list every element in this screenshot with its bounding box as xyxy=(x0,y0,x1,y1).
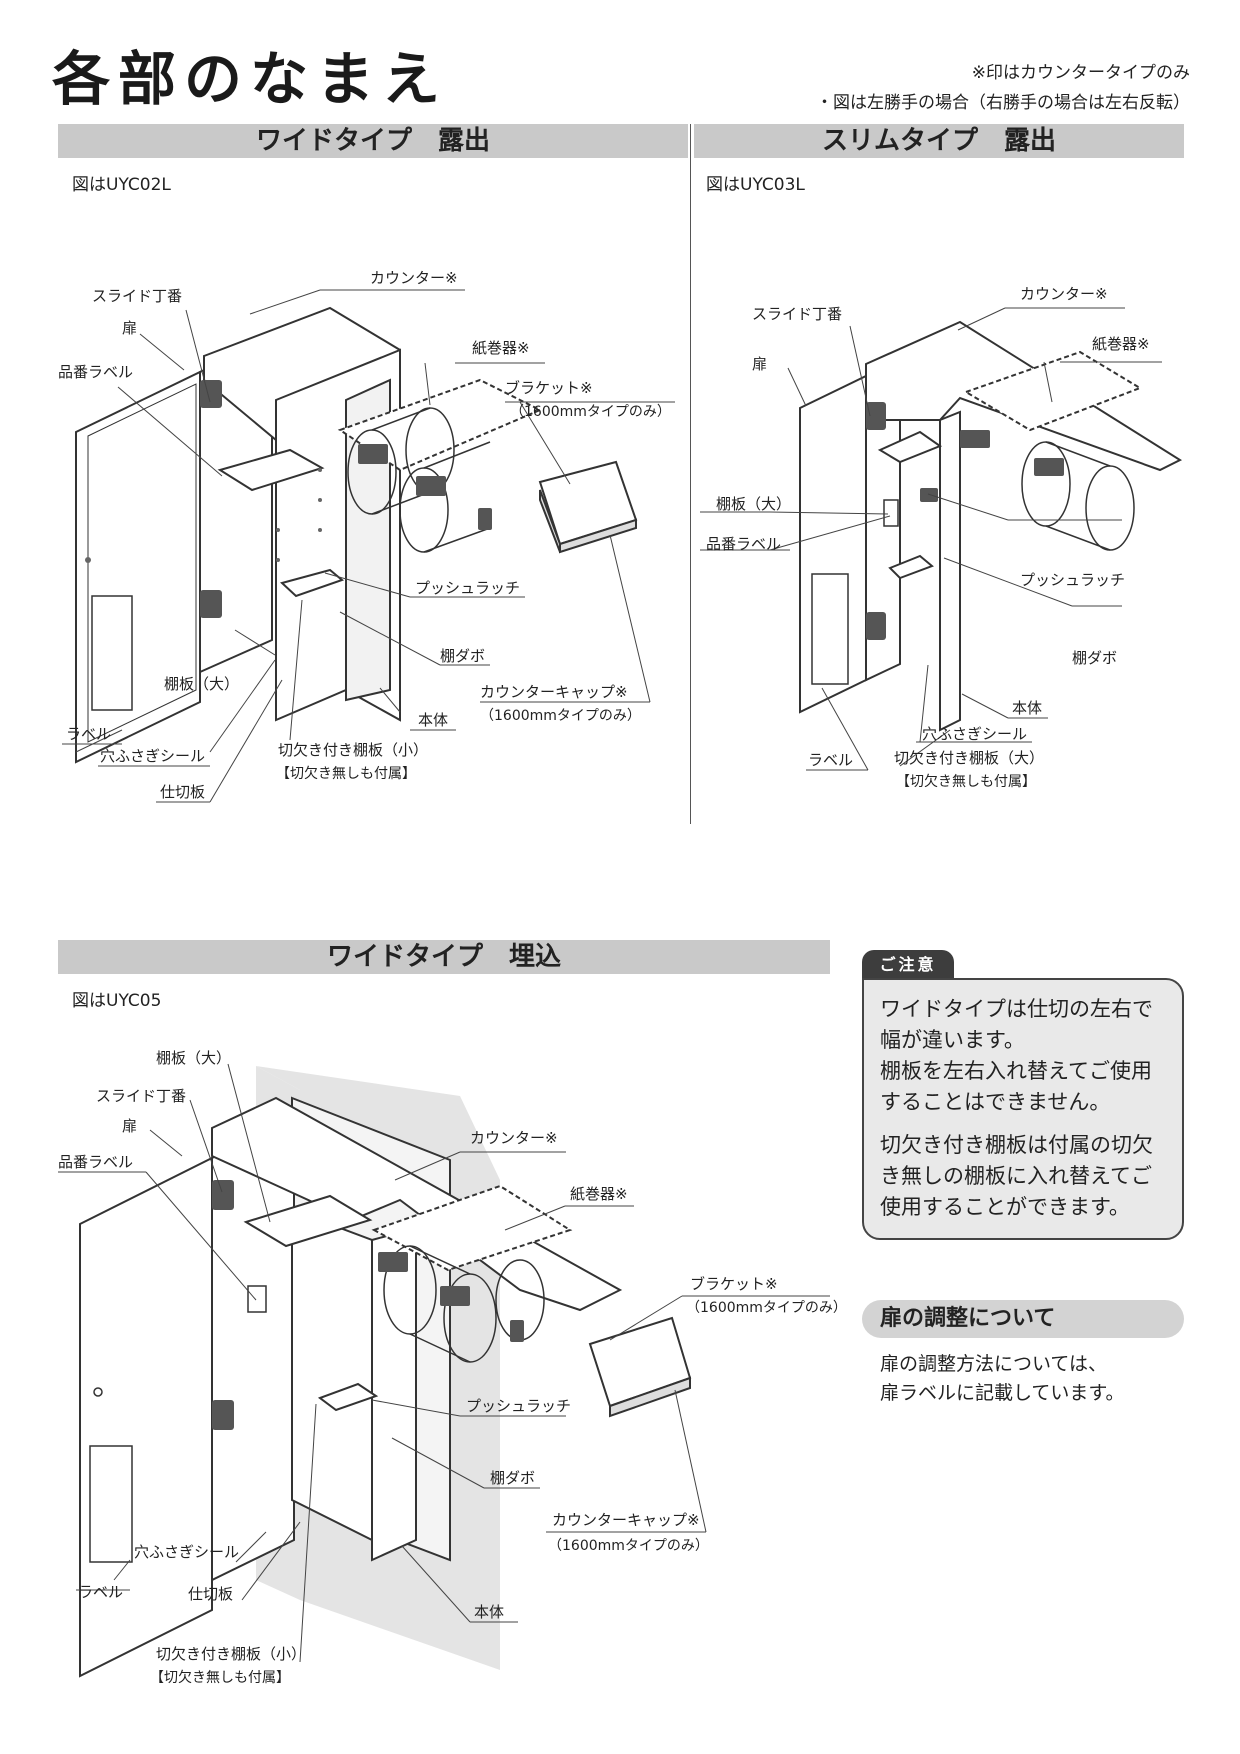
wide-exposed-label-label: ラベル xyxy=(66,725,112,743)
wide-exposed-label-hole-seal: 穴ふさぎシール xyxy=(100,747,206,765)
door-adjust-text: 扉の調整方法については、 扉ラベルに記載しています。 xyxy=(880,1350,1125,1408)
slim-exposed-label-notched-shelf: 切欠き付き棚板（大） xyxy=(894,749,1045,767)
wide-embedded-label-label: ラベル xyxy=(78,1583,124,1601)
wide-exposed-label-bracket-note: （1600mmタイプのみ） xyxy=(510,404,671,420)
wide-exposed-cabinet-drawing xyxy=(62,289,675,803)
slim-exposed-label-label: ラベル xyxy=(808,751,854,769)
note-counter-only: ※印はカウンタータイプのみ xyxy=(971,63,1190,83)
slim-exposed-label-shelf-large: 棚板（大） xyxy=(716,495,792,513)
wide-exposed-label-body: 本体 xyxy=(418,711,449,729)
door-adjust-header: 扉の調整について xyxy=(862,1300,1184,1338)
wide-embedded-label-door: 扉 xyxy=(122,1117,138,1135)
wide-exposed-label-counter-cap: カウンターキャップ※ xyxy=(480,683,628,701)
section-header-wide-exposed: ワイドタイプ 露出 xyxy=(58,124,688,158)
wide-embedded-label-shelf-dowel: 棚ダボ xyxy=(490,1469,536,1487)
slim-exposed-label-notched-note: 【切欠き無しも付属】 xyxy=(896,774,1036,790)
wide-embedded-label-counter-cap-note: （1600mmタイプのみ） xyxy=(548,1538,709,1554)
wide-embedded-label-partition: 仕切板 xyxy=(188,1585,234,1603)
caution-line: 使用することができます。 xyxy=(880,1195,1130,1219)
note-left-hand: ・図は左勝手の場合（右勝手の場合は左右反転） xyxy=(816,93,1190,113)
slim-exposed-cabinet-drawing xyxy=(700,307,1183,771)
wide-exposed-label-counter-cap-note: （1600mmタイプのみ） xyxy=(480,708,641,724)
slim-exposed-label-push-latch: プッシュラッチ xyxy=(1020,571,1126,589)
wide-exposed-label-notched-note: 【切欠き無しも付属】 xyxy=(276,766,416,782)
wide-embedded-label-counter-cap: カウンターキャップ※ xyxy=(552,1511,700,1529)
wide-exposed-label-paper-holder: 紙巻器※ xyxy=(472,339,530,357)
slim-exposed-label-shelf-dowel: 棚ダボ xyxy=(1072,649,1118,667)
slim-exposed-label-paper-holder: 紙巻器※ xyxy=(1092,335,1150,353)
wide-embedded-label-notched-shelf: 切欠き付き棚板（小） xyxy=(156,1645,307,1663)
wide-embedded-label-shelf-large: 棚板（大） xyxy=(156,1049,232,1067)
door-adjust-line: 扉の調整方法については、 xyxy=(880,1353,1108,1375)
wide-embedded-label-hole-seal: 穴ふさぎシール xyxy=(134,1543,240,1561)
caution-line: 切欠き付き棚板は付属の切欠 xyxy=(880,1133,1153,1157)
wide-embedded-label-notched-note: 【切欠き無しも付属】 xyxy=(150,1670,290,1686)
slim-exposed-label-part-label: 品番ラベル xyxy=(706,535,782,553)
caution-line: 幅が違います。 xyxy=(880,1028,1025,1052)
wide-exposed-label-slide-hinge: スライド丁番 xyxy=(92,287,183,305)
wide-embedded-label-counter: カウンター※ xyxy=(470,1129,558,1147)
model-caption-slim-exposed: 図はUYC03L xyxy=(706,175,805,195)
caution-line: き無しの棚板に入れ替えてご xyxy=(880,1164,1152,1188)
page-title: 各部のなまえ xyxy=(52,45,449,113)
wide-embedded-label-part-label: 品番ラベル xyxy=(58,1153,134,1171)
wide-exposed-label-part-label: 品番ラベル xyxy=(58,363,134,381)
wide-exposed-label-notched-shelf: 切欠き付き棚板（小） xyxy=(278,741,429,759)
section-divider xyxy=(690,124,691,824)
slim-exposed-label-slide-hinge: スライド丁番 xyxy=(752,305,843,323)
wide-embedded-cabinet-drawing xyxy=(58,1063,830,1678)
caution-paragraph-2: 切欠き付き棚板は付属の切欠 き無しの棚板に入れ替えてご 使用することができます。 xyxy=(880,1130,1168,1223)
model-caption-wide-embedded: 図はUYC05 xyxy=(72,991,162,1011)
caution-tab: ご注意 xyxy=(862,950,954,980)
section-header-slim-exposed: スリムタイプ 露出 xyxy=(694,124,1184,158)
wide-exposed-label-shelf-dowel: 棚ダボ xyxy=(440,647,486,665)
caution-line: 棚板を左右入れ替えてご使用 xyxy=(880,1059,1152,1083)
wide-exposed-label-counter: カウンター※ xyxy=(370,269,458,287)
slim-exposed-label-hole-seal: 穴ふさぎシール xyxy=(922,725,1028,743)
section-header-wide-embedded: ワイドタイプ 埋込 xyxy=(58,940,830,974)
slim-exposed-label-door: 扉 xyxy=(752,355,768,373)
slim-exposed-label-body: 本体 xyxy=(1012,699,1043,717)
slim-exposed-label-counter: カウンター※ xyxy=(1020,285,1108,303)
door-adjust-line: 扉ラベルに記載しています。 xyxy=(880,1382,1125,1404)
wide-exposed-label-partition: 仕切板 xyxy=(160,783,206,801)
wide-exposed-label-bracket: ブラケット※ xyxy=(505,379,593,397)
caution-line: ワイドタイプは仕切の左右で xyxy=(880,997,1153,1021)
wide-embedded-label-bracket-note: （1600mmタイプのみ） xyxy=(686,1300,847,1316)
wide-exposed-label-push-latch: プッシュラッチ xyxy=(415,579,521,597)
wide-embedded-label-push-latch: プッシュラッチ xyxy=(466,1397,572,1415)
wide-embedded-label-bracket: ブラケット※ xyxy=(690,1275,778,1293)
caution-paragraph-1: ワイドタイプは仕切の左右で 幅が違います。 棚板を左右入れ替えてご使用 すること… xyxy=(880,994,1168,1118)
wide-embedded-label-paper-holder: 紙巻器※ xyxy=(570,1185,628,1203)
model-caption-wide-exposed: 図はUYC02L xyxy=(72,175,171,195)
wide-exposed-label-shelf-large: 棚板（大） xyxy=(164,675,240,693)
caution-line: することはできません。 xyxy=(880,1090,1111,1114)
caution-box: ワイドタイプは仕切の左右で 幅が違います。 棚板を左右入れ替えてご使用 すること… xyxy=(862,978,1184,1240)
wide-exposed-label-door: 扉 xyxy=(122,319,138,337)
wide-embedded-label-slide-hinge: スライド丁番 xyxy=(96,1087,187,1105)
wide-embedded-label-body: 本体 xyxy=(474,1603,505,1621)
